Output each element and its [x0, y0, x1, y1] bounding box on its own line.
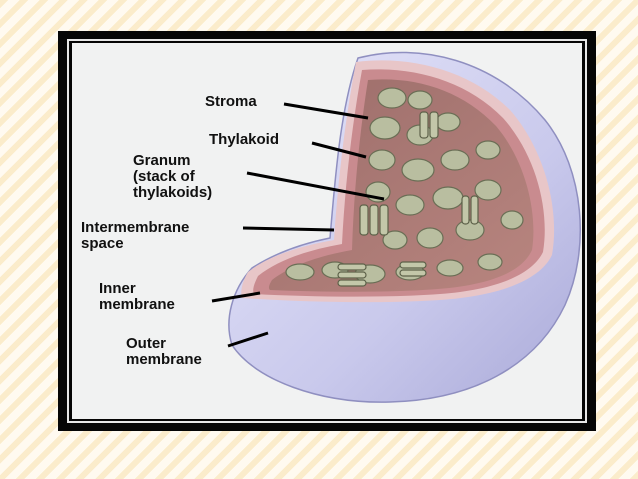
intermembrane-leader-line [242, 226, 335, 232]
granum-stacks [337, 111, 479, 287]
granum-label: Granum (stack of thylakoids) [133, 152, 213, 201]
leader-lines [211, 102, 385, 348]
outer-membrane-label: Outer membrane [126, 335, 202, 368]
thylakoid-leader-line [311, 141, 367, 159]
intermembrane-space-label: Intermembrane space [81, 219, 190, 252]
inner-membrane-label: Inner membrane [99, 280, 175, 313]
granum-leader-line [246, 171, 385, 201]
thylakoid-label: Thylakoid [209, 131, 280, 148]
frame-border [67, 39, 587, 423]
stroma-label: Stroma [205, 93, 257, 110]
stroma-leader-line [283, 102, 369, 120]
outer-membrane-leader-line [227, 331, 269, 348]
inner-membrane-leader-line [211, 291, 261, 303]
